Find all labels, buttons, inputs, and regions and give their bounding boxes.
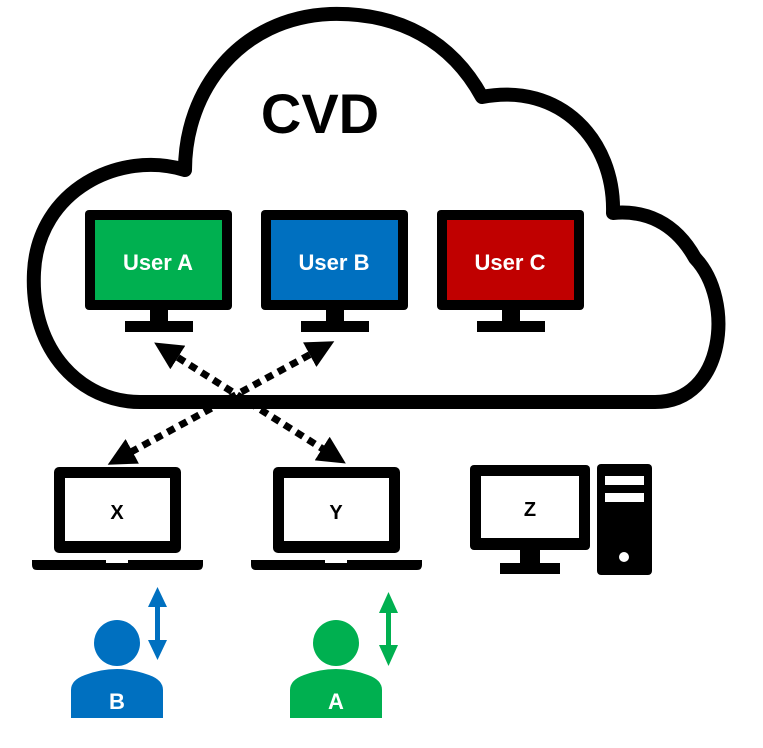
vm-monitor-user-b: User B xyxy=(261,210,408,332)
vm-label: User B xyxy=(299,250,370,275)
updown-arrow-icon xyxy=(148,587,167,660)
device-label: X xyxy=(110,502,124,524)
person-head xyxy=(313,620,359,666)
vm-monitor-user-a: User A xyxy=(85,210,232,332)
cloud-label: CVD xyxy=(261,82,379,145)
desktop-z: Z xyxy=(470,464,652,575)
device-label: Z xyxy=(524,499,536,521)
person-label: A xyxy=(328,689,344,714)
updown-arrow-icon xyxy=(379,592,398,666)
computer-tower-icon xyxy=(597,464,652,575)
person-a: A xyxy=(290,592,398,718)
connection-arrows xyxy=(107,341,346,465)
vm-monitor-user-c: User C xyxy=(437,210,584,332)
cloud: CVD xyxy=(26,6,726,409)
vm-screen xyxy=(95,220,222,300)
person-head xyxy=(94,620,140,666)
connection-b-to-x xyxy=(107,341,335,465)
person-b: B xyxy=(71,587,167,718)
vm-screen xyxy=(271,220,398,300)
vm-screen xyxy=(447,220,574,300)
vm-label: User C xyxy=(475,250,546,275)
person-label: B xyxy=(109,689,125,714)
vm-label: User A xyxy=(123,250,193,275)
laptop-y: Y xyxy=(251,467,422,570)
laptop-x: X xyxy=(32,467,203,570)
device-label: Y xyxy=(329,502,343,524)
